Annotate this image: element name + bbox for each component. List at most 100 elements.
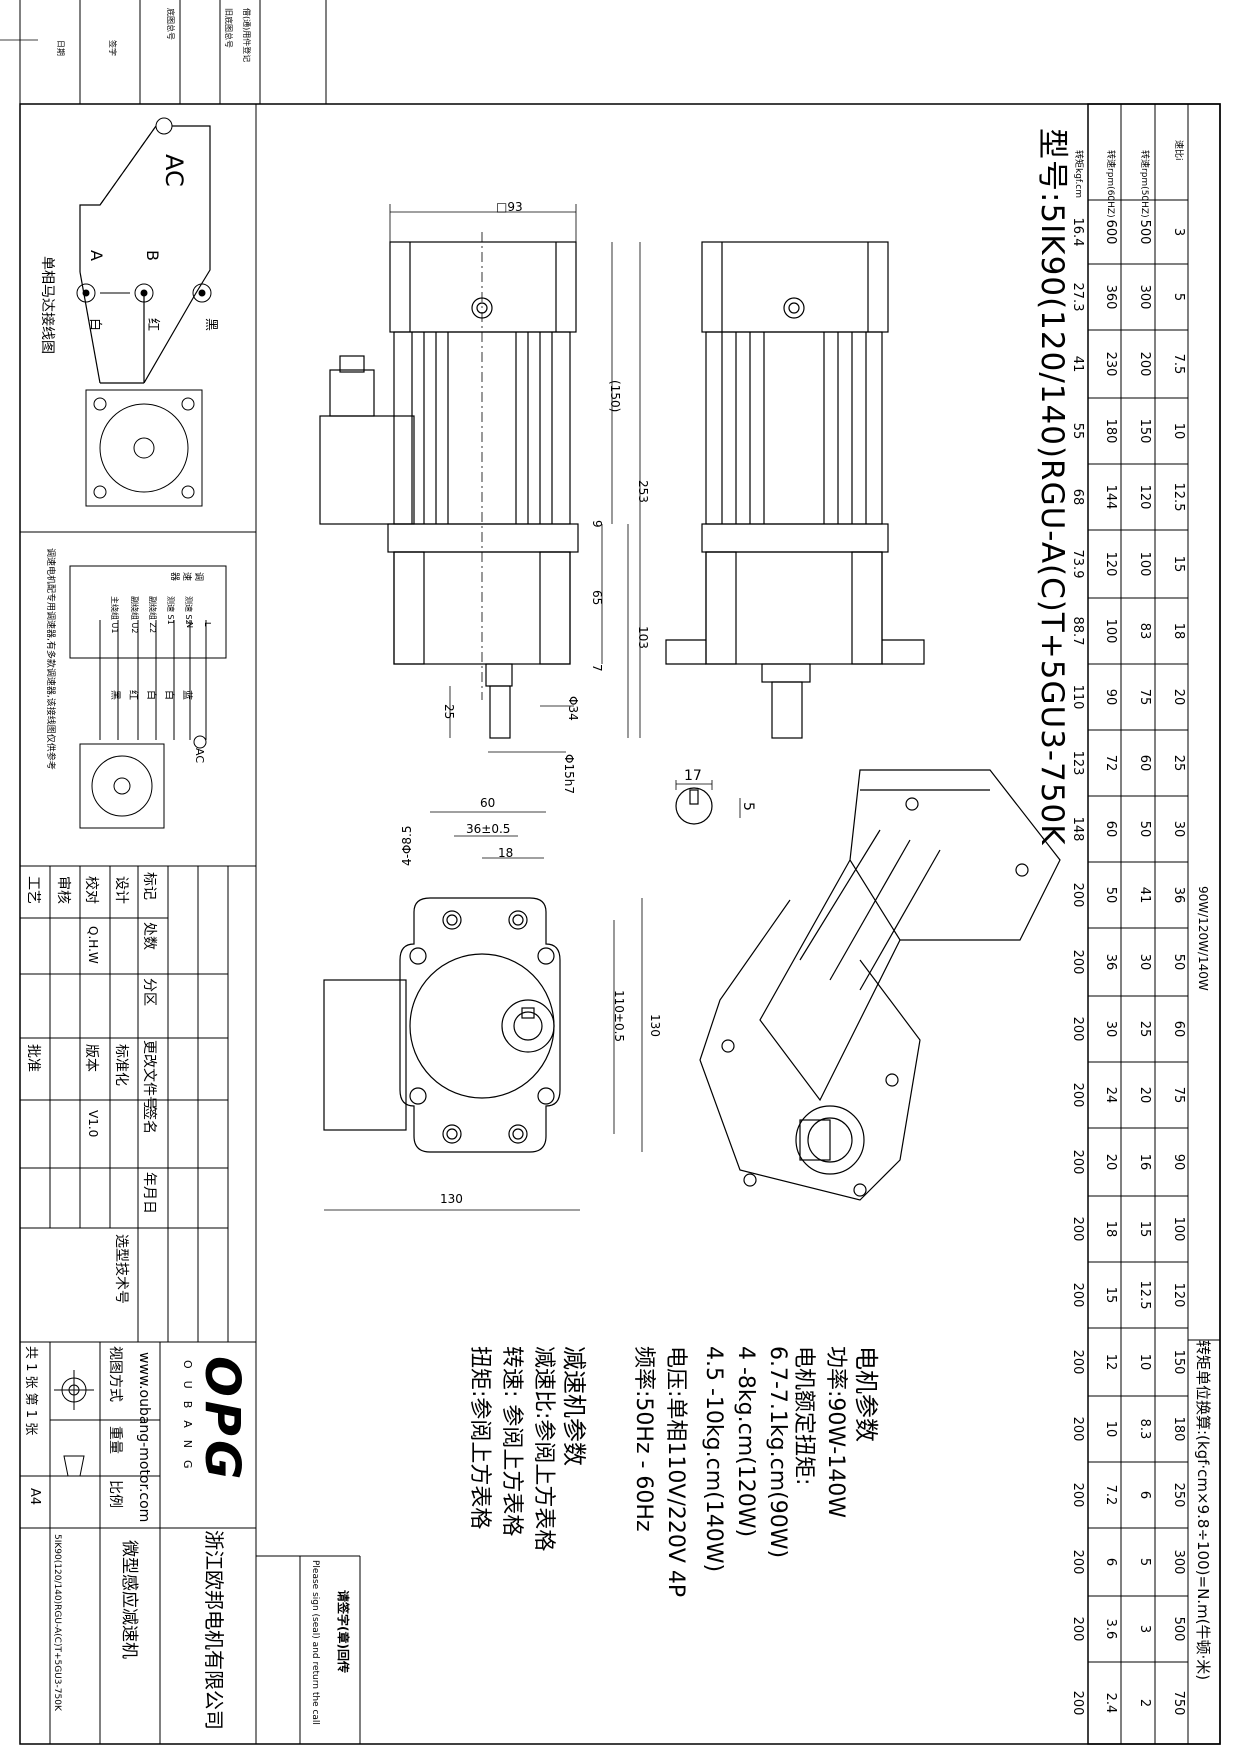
wire-black: 黑 (203, 318, 218, 332)
controller-label: 副绕组 Z2 (148, 596, 157, 634)
controller-ac: AC (193, 748, 206, 764)
rev-header: 签名 (141, 1106, 157, 1134)
rev-label: 版本 (83, 1044, 99, 1072)
table-cell: 12 (1103, 1353, 1118, 1371)
controller-label: 器 (169, 572, 179, 582)
controller-wire: 蓝 (181, 690, 192, 700)
table-cell: 200 (1070, 882, 1085, 908)
table-cell: 90 (1103, 688, 1118, 706)
dim-key-17: 17 (684, 768, 702, 784)
table-cell: 3 (1137, 1624, 1152, 1634)
table-cell: 7.2 (1103, 1484, 1118, 1506)
dim-7: 7 (590, 664, 604, 672)
controller-label: 测速 S1 (166, 596, 175, 625)
table-cell: 20 (1137, 1086, 1152, 1104)
table-cell: 20 (1171, 688, 1186, 706)
table-cell: 8.3 (1137, 1418, 1152, 1440)
rev-header: 分区 (141, 978, 157, 1006)
table-cell: 200 (1070, 1349, 1085, 1375)
rev-row: 校对 (83, 876, 99, 904)
table-cell: 200 (1070, 1282, 1085, 1308)
motor-param-line: 电压:单相110V/220V 4P (663, 1346, 688, 1598)
table-cell: 20 (1103, 1153, 1118, 1171)
dim-square: □93 (496, 200, 523, 214)
controller-label: 测速 S2 (184, 596, 193, 625)
table-cell: 2.4 (1103, 1692, 1118, 1714)
table-cell: 15 (1137, 1220, 1152, 1238)
wire-white: 白 (87, 318, 102, 332)
table-cell: 300 (1137, 284, 1152, 310)
table-cell: 50 (1171, 953, 1186, 971)
power-range: 90W/120W/140W (1196, 886, 1210, 991)
table-cell: 3.6 (1103, 1618, 1118, 1640)
table-cell: 144 (1103, 484, 1118, 510)
wiring-ac: AC (160, 154, 188, 187)
dim-holes: 4-Φ8.5 (400, 825, 414, 867)
view-method: 视图方式 (107, 1346, 123, 1402)
controller-wire: 白 (145, 690, 156, 700)
table-cell: 83 (1137, 622, 1152, 640)
table-cell: 230 (1103, 351, 1118, 377)
strip-label: 旧底图总号 (224, 8, 233, 48)
table-cell: 200 (1070, 1690, 1085, 1716)
motor-param-line: 6.7-7.1kg.cm(90W) (765, 1346, 790, 1559)
table-cell: 300 (1171, 1549, 1186, 1575)
scale-label: 比例 (107, 1480, 123, 1508)
dim-phi34: Φ34 (566, 696, 580, 721)
table-cell: 3 (1171, 227, 1186, 237)
table-cell: 150 (1137, 418, 1152, 444)
table-cell: 60 (1103, 820, 1118, 838)
controller-label: 速 (181, 572, 191, 582)
table-cell: 100 (1171, 1216, 1186, 1242)
product-name: 微型感应减速机 (119, 1540, 139, 1659)
strip-label: 签字 (108, 40, 117, 56)
controller-label: 调 (193, 572, 203, 582)
reducer-param-line: 扭矩:参阅上方表格 (467, 1346, 492, 1530)
table-cell: 30 (1171, 820, 1186, 838)
rev-header: 更改文件号 (141, 1040, 157, 1110)
table-cell: 41 (1137, 886, 1152, 904)
table-cell: 5 (1137, 1557, 1152, 1567)
rev-header: 标记 (141, 872, 157, 900)
table-cell: 6 (1137, 1490, 1152, 1500)
reducer-param-line: 减速比:参阅上方表格 (531, 1346, 556, 1552)
table-cell: 750 (1171, 1690, 1186, 1716)
model-title: 型号:5IK90(120/140)RGU-A(C)T+5GU3-750K (1034, 128, 1070, 846)
table-cell: 6 (1103, 1557, 1118, 1567)
confirm-sub: Please sign (seal) and return the call (310, 1560, 320, 1725)
drawing-number: 5IK90(120/140)RGU-A(C)T+5GU3-750K (52, 1534, 62, 1711)
table-cell: 18 (1171, 622, 1186, 640)
company-name: 浙江欧邦电机有限公司 (202, 1530, 226, 1730)
sheet-count: 共 1 张 第 1 张 (23, 1346, 38, 1436)
table-cell: 15 (1103, 1286, 1118, 1304)
table-cell: 60 (1137, 754, 1152, 772)
controller-wire: 白 (163, 690, 174, 700)
dim-key-5: 5 (740, 802, 756, 811)
rev-version: V1.0 (86, 1110, 100, 1138)
wire-red: 红 (145, 318, 160, 332)
table-cell: 50 (1103, 886, 1118, 904)
table-header-ratio: 速比i (1173, 140, 1183, 161)
table-header-rpm60: 转速rpm(60HZ) (1105, 150, 1115, 218)
table-cell: 7.5 (1171, 353, 1186, 375)
rev-row: 审核 (55, 876, 71, 904)
table-cell: 200 (1070, 1482, 1085, 1508)
controller-label: L (203, 622, 212, 627)
table-cell: 200 (1070, 1216, 1085, 1242)
table-cell: 60 (1171, 1020, 1186, 1038)
table-cell: 36 (1103, 953, 1118, 971)
table-cell: 120 (1137, 484, 1152, 510)
table-cell: 120 (1171, 1282, 1186, 1308)
dim-60: 60 (480, 796, 496, 810)
table-cell: 200 (1070, 1016, 1085, 1042)
weight-label: 重量 (107, 1426, 123, 1454)
company-logo-sub: OUBANG (181, 1360, 194, 1481)
rev-header: 处数 (141, 922, 157, 950)
table-cell: 12.5 (1137, 1280, 1152, 1310)
company-logo: OPG (194, 1356, 250, 1484)
company-website: www.oubang-motor.com (136, 1352, 152, 1523)
table-cell: 10 (1103, 1420, 1118, 1438)
table-cell: 15 (1171, 555, 1186, 573)
table-cell: 5 (1171, 292, 1186, 302)
table-cell: 30 (1103, 1020, 1118, 1038)
